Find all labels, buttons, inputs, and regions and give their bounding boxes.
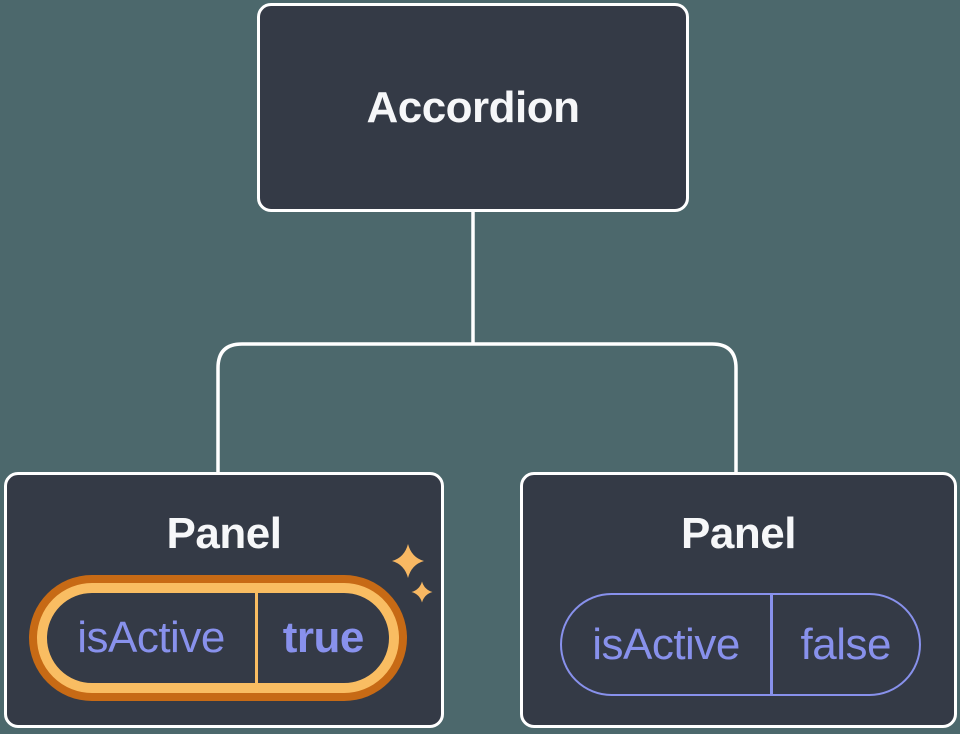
pill-divider	[770, 595, 773, 694]
state-key: isActive	[77, 613, 225, 662]
state-value: true	[282, 613, 365, 662]
panel-title: Panel	[681, 509, 796, 558]
state-value-cell: true	[258, 593, 390, 683]
state-pill: isActive false	[560, 593, 921, 696]
component-node-panel-active: Panel isActive true	[4, 472, 444, 728]
state-pill-highlighted: isActive true	[37, 583, 399, 693]
state-value-cell: false	[773, 595, 920, 694]
component-node-accordion: Accordion	[257, 3, 689, 212]
accordion-node-title: Accordion	[366, 82, 580, 132]
component-node-panel-inactive: Panel isActive false	[520, 472, 957, 728]
connector-bracket	[216, 342, 738, 473]
panel-title: Panel	[166, 509, 282, 558]
state-key: isActive	[592, 619, 740, 669]
state-key-cell: isActive	[47, 593, 255, 683]
pill-divider	[255, 593, 258, 683]
state-key-cell: isActive	[562, 595, 770, 694]
state-value: false	[800, 619, 892, 669]
